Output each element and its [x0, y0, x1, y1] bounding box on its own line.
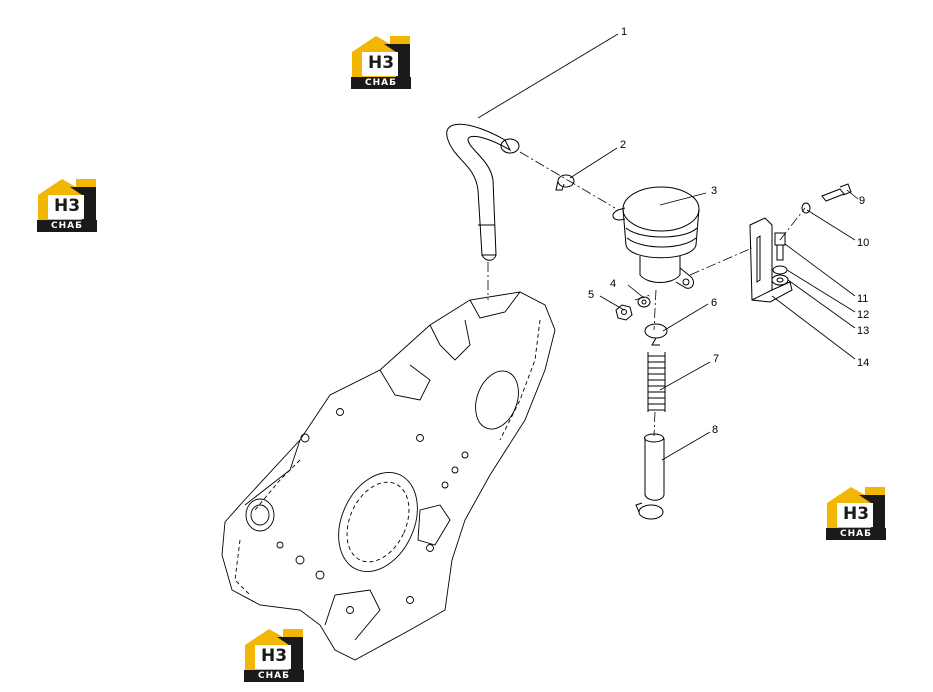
watermark-mark: H3 — [260, 646, 288, 666]
watermark-mark: H3 — [53, 196, 81, 216]
callout-12: 12 — [857, 309, 869, 321]
callout-9: 9 — [859, 195, 865, 207]
callout-11: 11 — [857, 293, 868, 305]
part-8-tube[interactable] — [635, 433, 665, 520]
watermark-text: СНАБ — [37, 220, 97, 232]
callout-6: 6 — [711, 297, 717, 309]
watermark-text: СНАБ — [826, 528, 886, 540]
part-6-clamp[interactable] — [644, 323, 668, 346]
watermark-text: СНАБ — [244, 670, 304, 682]
part-2-clamp[interactable] — [555, 174, 575, 191]
callout-5: 5 — [588, 289, 594, 301]
callout-10: 10 — [857, 237, 869, 249]
part-10-washer[interactable] — [801, 202, 811, 214]
part-14-bracket[interactable] — [749, 217, 793, 303]
assembly-center-lines — [487, 151, 806, 437]
callout-2: 2 — [620, 139, 626, 151]
leader-lines — [477, 33, 859, 461]
part-11-bolt[interactable] — [774, 232, 786, 261]
house-logo-icon — [352, 36, 410, 78]
part-5-nut[interactable] — [615, 304, 633, 321]
callout-14: 14 — [857, 357, 869, 369]
watermark-mark: H3 — [367, 53, 395, 73]
callout-1: 1 — [621, 26, 627, 38]
watermark-logo: H3 СНАБ — [36, 177, 98, 235]
watermark-text: СНАБ — [351, 77, 411, 89]
callout-8: 8 — [712, 424, 718, 436]
callout-13: 13 — [857, 325, 869, 337]
part-7-corrugated-hose[interactable] — [647, 352, 666, 412]
watermark-logo: H3 СНАБ — [243, 627, 305, 685]
watermark-mark: H3 — [842, 504, 870, 524]
part-3-breather-body[interactable] — [612, 186, 700, 289]
house-logo-icon — [38, 179, 96, 221]
gear-housing — [221, 291, 556, 661]
part-12-washer[interactable] — [772, 265, 788, 275]
watermark-logo: H3 СНАБ — [350, 34, 412, 92]
part-1-breather-hose[interactable] — [446, 123, 520, 261]
part-9-bolt[interactable] — [821, 183, 852, 202]
callout-7: 7 — [713, 353, 719, 365]
house-logo-icon — [245, 629, 303, 671]
callout-4: 4 — [610, 278, 616, 290]
watermark-logo: H3 СНАБ — [825, 485, 887, 543]
house-logo-icon — [827, 487, 885, 529]
callout-3: 3 — [711, 185, 717, 197]
